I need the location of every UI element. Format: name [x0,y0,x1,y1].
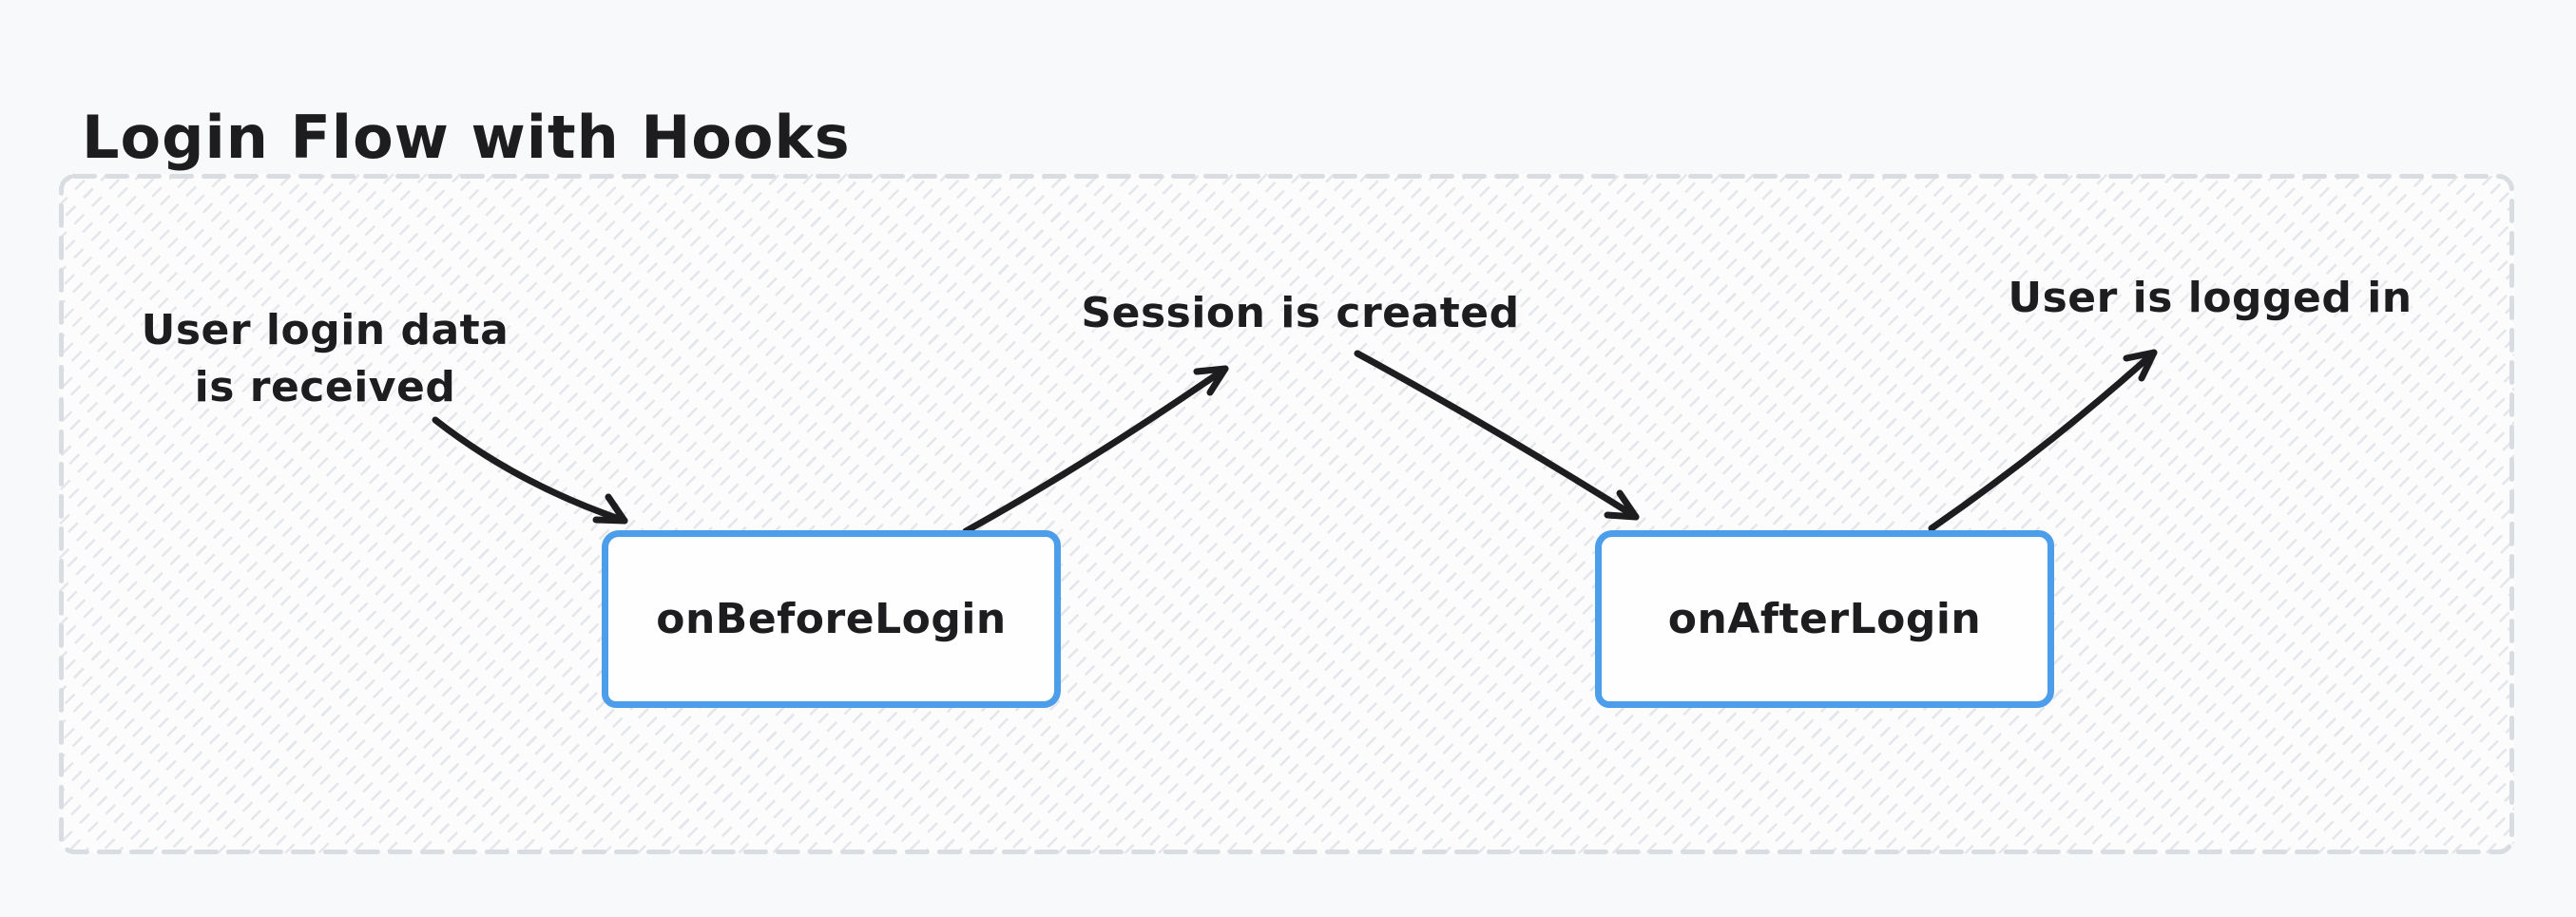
annotation-line: User login data [141,306,509,354]
annotation-line: Session is created [1081,289,1520,337]
annotation-user-logged-in: User is logged in [2008,270,2412,327]
node-onafterlogin-label: onAfterLogin [1667,595,1982,643]
annotation-session-created: Session is created [1081,285,1519,342]
arrow-onafterlogin-to-loggedin [1928,349,2158,532]
arrow-session-to-onafterlogin [1354,350,1640,521]
page-title: Login Flow with Hooks [82,102,851,172]
annotation-line: User is logged in [2008,274,2413,322]
annotation-line: is received [194,363,456,411]
arrow-login-data-to-onbeforelogin [432,416,628,525]
node-onafterlogin: onAfterLogin [1595,530,2054,708]
annotation-user-login-data: User login data is received [142,302,509,416]
arrow-onbeforelogin-to-session [962,365,1229,535]
canvas-dashed-border [59,174,2514,854]
diagram-canvas [59,174,2514,853]
node-onbeforelogin-label: onBeforeLogin [656,595,1007,643]
node-onbeforelogin: onBeforeLogin [602,530,1061,708]
